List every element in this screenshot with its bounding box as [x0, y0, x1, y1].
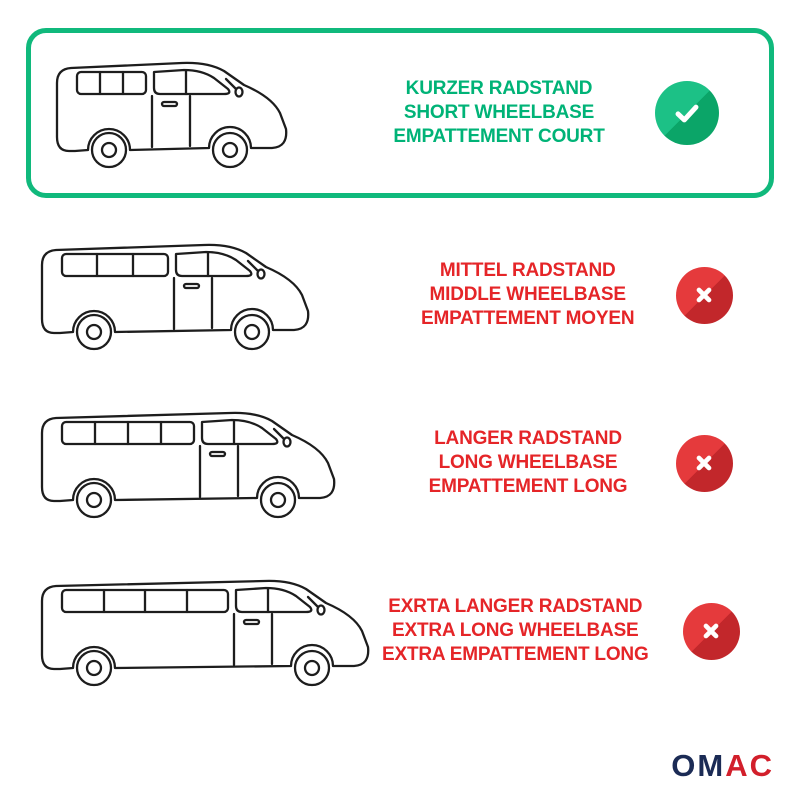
label-line: EMPATTEMENT MOYEN — [421, 308, 635, 330]
option-labels-long: LANGER RADSTAND LONG WHEELBASE EMPATTEME… — [422, 427, 634, 500]
label-line: EXTRA LONG WHEELBASE — [392, 619, 639, 641]
label-line: SHORT WHEELBASE — [403, 101, 595, 123]
van-illustration-extra-long — [30, 565, 382, 697]
van-illustration-middle — [30, 229, 421, 361]
option-labels-extra-long: EXRTA LANGER RADSTAND EXTRA LONG WHEELBA… — [382, 595, 649, 668]
status-short — [617, 81, 757, 145]
omac-logo: OMAC — [671, 748, 774, 784]
option-row-long-wheelbase: LANGER RADSTAND LONG WHEELBASE EMPATTEME… — [30, 392, 774, 534]
label-line: MITTEL RADSTAND — [439, 259, 616, 281]
cross-icon — [675, 266, 733, 324]
omac-logo-ac: AC — [725, 748, 774, 783]
label-line: EXRTA LANGER RADSTAND — [388, 595, 643, 617]
option-row-middle-wheelbase: MITTEL RADSTAND MIDDLE WHEELBASE EMPATTE… — [30, 224, 774, 366]
cross-icon — [675, 434, 733, 492]
status-middle — [634, 266, 774, 324]
status-long — [634, 434, 774, 492]
omac-logo-om: OM — [671, 748, 726, 783]
option-labels-middle: MITTEL RADSTAND MIDDLE WHEELBASE EMPATTE… — [421, 259, 635, 332]
status-extra-long — [649, 602, 774, 660]
label-line: EXTRA EMPATTEMENT LONG — [382, 644, 649, 666]
van-illustration-short — [45, 47, 381, 179]
label-line: EMPATTEMENT COURT — [393, 126, 605, 148]
option-row-short-wheelbase: KURZER RADSTAND SHORT WHEELBASE EMPATTEM… — [26, 28, 774, 198]
option-row-extra-long-wheelbase: EXRTA LANGER RADSTAND EXTRA LONG WHEELBA… — [30, 560, 774, 702]
label-line: MIDDLE WHEELBASE — [429, 283, 627, 305]
label-line: LANGER RADSTAND — [434, 427, 622, 449]
label-line: LONG WHEELBASE — [438, 451, 618, 473]
cross-icon — [682, 602, 740, 660]
label-line: EMPATTEMENT LONG — [428, 476, 628, 498]
option-labels-short: KURZER RADSTAND SHORT WHEELBASE EMPATTEM… — [381, 77, 617, 150]
label-line: KURZER RADSTAND — [405, 77, 593, 99]
van-illustration-long — [30, 397, 422, 529]
check-icon — [655, 81, 719, 145]
